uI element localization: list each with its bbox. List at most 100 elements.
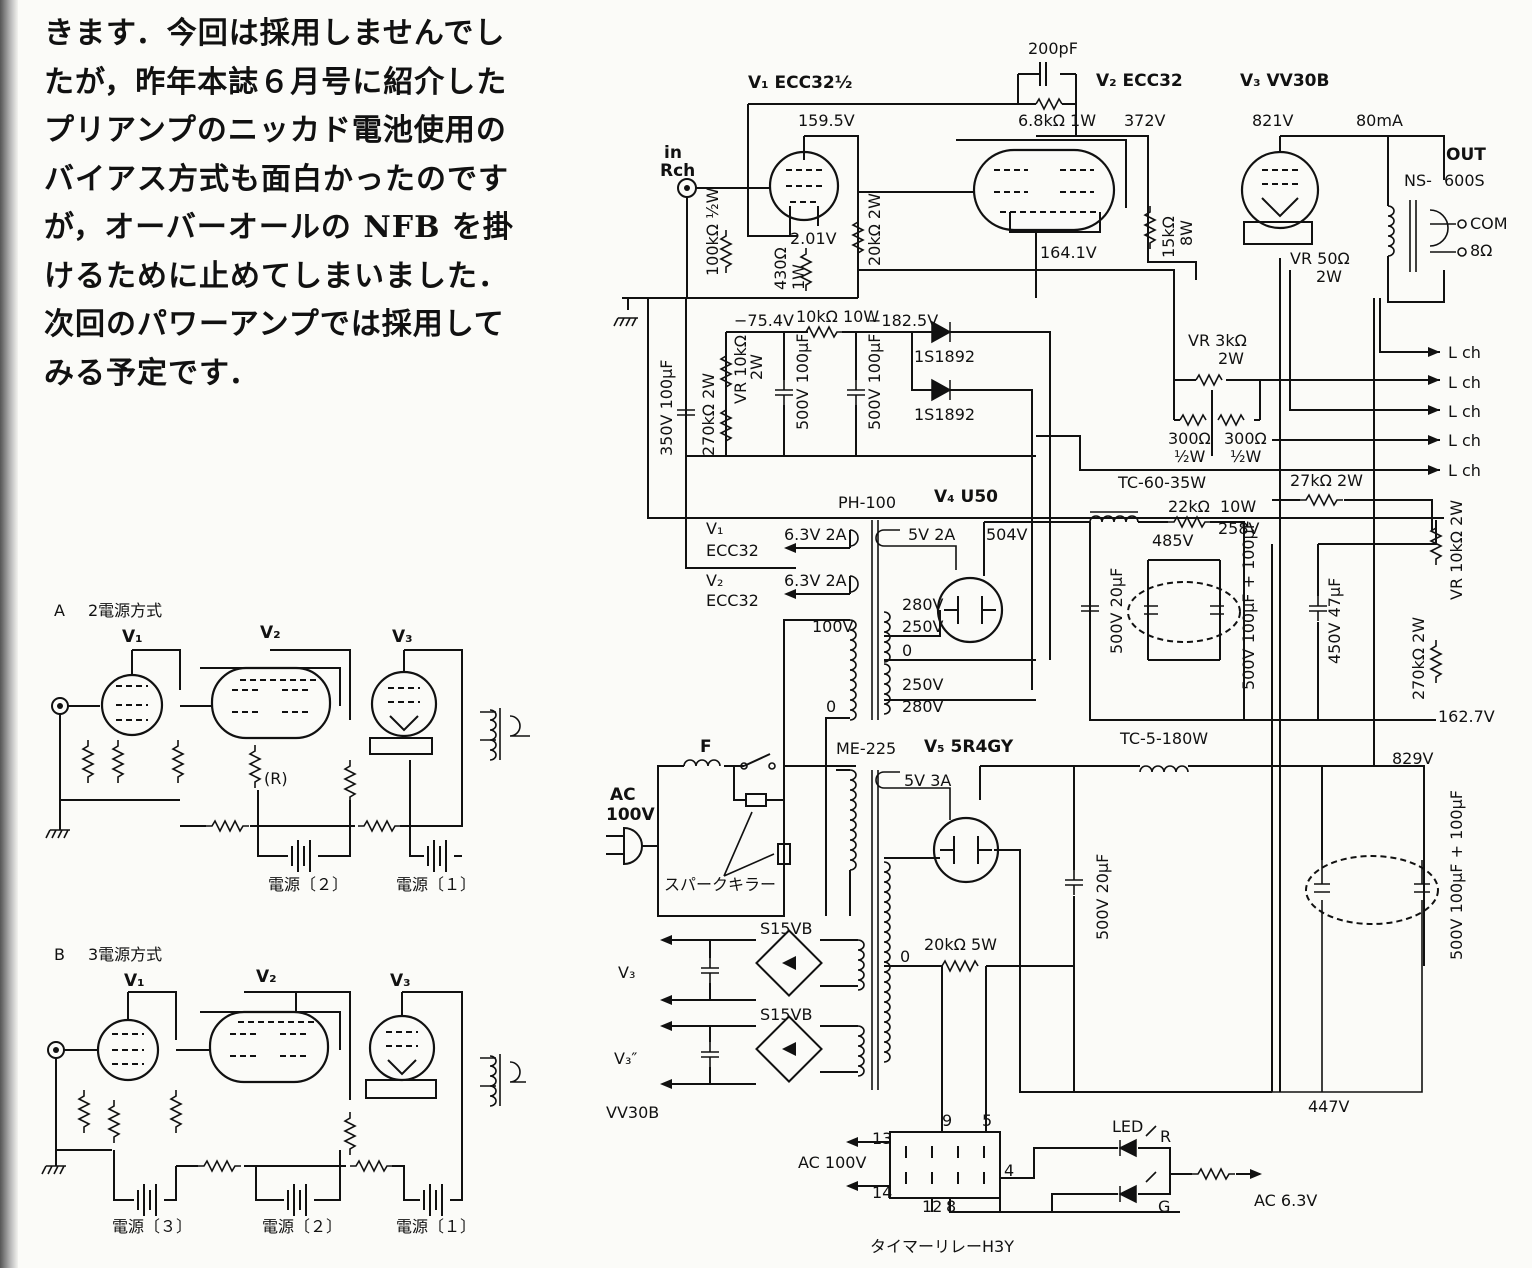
diode-2-label: 1S1892 bbox=[914, 405, 975, 424]
com-terminal-icon bbox=[1457, 219, 1467, 229]
heater-63b-label: 6.3V 2A bbox=[784, 571, 847, 590]
primary-100v-label: 100V bbox=[812, 617, 854, 636]
fig-a-bias-resistor bbox=[357, 820, 402, 832]
main-amplifier-schematic: V₁ ECC32½ 200pF V₂ ECC32 V₃ VV30B 6.8kΩ … bbox=[606, 39, 1508, 1256]
v2-label: V₂ ECC32 bbox=[1096, 71, 1183, 91]
r-20k-label: 20kΩ 2W bbox=[865, 193, 884, 266]
v-258-label: 258V bbox=[1218, 519, 1260, 538]
ph100-label: PH-100 bbox=[838, 493, 896, 512]
diode-2-icon bbox=[931, 378, 952, 402]
vr-10k-label: VR 10kΩ bbox=[731, 335, 750, 404]
r-15k-watt: 8W bbox=[1177, 220, 1196, 246]
heater-63a-label: 6.3V 2A bbox=[784, 525, 847, 544]
main-ground-icon bbox=[613, 317, 639, 327]
fuse-label: F bbox=[700, 737, 712, 757]
relay-pin12: 12 bbox=[922, 1197, 942, 1216]
sec-280v-b-label: 280V bbox=[902, 697, 944, 716]
relay-pin5: 5 bbox=[982, 1111, 992, 1130]
fuse-icon bbox=[683, 759, 721, 767]
fig-b-bias-resistor bbox=[349, 1160, 394, 1172]
fig-a-v2-label: V₂ bbox=[260, 623, 281, 643]
r-10k-10w-label: 10kΩ 10W bbox=[796, 307, 879, 326]
v1-label: V₁ ECC32½ bbox=[748, 73, 852, 93]
v-829-label: 829V bbox=[1392, 749, 1434, 768]
choke-tc5-icon bbox=[1139, 765, 1189, 773]
fig-a-plate-resistor bbox=[172, 739, 184, 784]
v-447-label: 447V bbox=[1308, 1097, 1350, 1116]
lch-arrow-icon bbox=[1428, 375, 1440, 385]
8ohm-terminal-icon bbox=[1457, 247, 1467, 257]
me225-secondary-icon bbox=[883, 861, 891, 913]
lch-label: L ch bbox=[1448, 431, 1481, 450]
v1-cathode-voltage: 2.01V bbox=[790, 229, 837, 248]
lch-label: L ch bbox=[1448, 343, 1481, 362]
c-500-20a-label: 500V 20μF bbox=[1107, 568, 1126, 654]
r-430-watt: 1W bbox=[789, 264, 808, 290]
r-22k-label: 22kΩ bbox=[1168, 497, 1210, 516]
choke-tc60-icon bbox=[1089, 515, 1139, 523]
power-switch-icon bbox=[743, 753, 771, 767]
led-g-label: G bbox=[1158, 1197, 1170, 1216]
vr-10k-icon bbox=[720, 349, 732, 394]
body-line: たが，昨年本誌６月号に紹介した bbox=[44, 64, 508, 100]
fig-b-ground-icon bbox=[41, 1165, 67, 1175]
article-body-text: きます．今回は採用しませんでし たが，昨年本誌６月号に紹介した プリアンプのニッ… bbox=[44, 10, 514, 398]
relay-ac-arrow-icon bbox=[846, 1137, 858, 1147]
spark-killer-2-icon bbox=[777, 843, 791, 865]
relay-pin8: 8 bbox=[946, 1197, 956, 1216]
relay-pin13: 13 bbox=[872, 1129, 892, 1148]
v5-label: V₅ 5R4GY bbox=[924, 737, 1014, 757]
v3-current-label: 80mA bbox=[1356, 111, 1403, 130]
diode-1-icon bbox=[931, 320, 952, 344]
fig-b-output-transformer-icon bbox=[489, 1055, 497, 1107]
figure-a-two-supply: A 2電源方式 V₁ V₂ V₃ (R) bbox=[45, 601, 530, 894]
dual-cap-a-icon bbox=[1127, 581, 1241, 643]
vr-10k-watt: 2W bbox=[747, 354, 766, 380]
vr-50-icon bbox=[1243, 221, 1313, 245]
v1-plate-voltage: 159.5V bbox=[798, 111, 855, 130]
lch-arrow-icon bbox=[1428, 465, 1440, 475]
v2-tube bbox=[972, 148, 1116, 232]
vv30b-label: VV30B bbox=[606, 1103, 659, 1122]
r-100k-label: 100kΩ ½W bbox=[703, 187, 722, 276]
r-15k-icon bbox=[1144, 205, 1156, 250]
dual-cap-b-icon bbox=[1305, 855, 1439, 925]
r-20k5w-label: 20kΩ 5W bbox=[924, 935, 997, 954]
ns-600s-label: 600S bbox=[1444, 171, 1485, 190]
8ohm-terminal-label: 8Ω bbox=[1470, 241, 1492, 260]
r-22k-watt: 10W bbox=[1220, 497, 1256, 516]
primary-0-label: 0 bbox=[826, 697, 836, 716]
body-line: バイアス方式も面白かったのです bbox=[44, 161, 509, 197]
vr-3k-label: VR 3kΩ bbox=[1188, 331, 1247, 350]
fig-b-supply1-label: 電源〔１〕 bbox=[396, 1217, 476, 1236]
vr-3k-icon bbox=[1195, 373, 1223, 387]
heater-v1-tube: ECC32 bbox=[706, 541, 759, 560]
lch-arrow-icon bbox=[1428, 405, 1440, 415]
ac-100v-label: 100V bbox=[606, 805, 655, 825]
c-500-20b-icon bbox=[1064, 869, 1084, 896]
r-300b-label: 300Ω bbox=[1224, 429, 1267, 448]
me225-secondary-icon bbox=[883, 961, 891, 1013]
fig-a-supply1-label: 電源〔１〕 bbox=[396, 875, 476, 894]
tc5-label: TC-5-180W bbox=[1119, 729, 1208, 748]
cap-200pf-icon bbox=[1017, 62, 1077, 105]
c-500-100p100b-label: 500V 100μF + 100μF bbox=[1447, 790, 1466, 960]
heater-5v2a-label: 5V 2A bbox=[908, 525, 955, 544]
fig-a-v3-label: V₃ bbox=[392, 627, 413, 647]
r-20k-icon bbox=[852, 215, 864, 260]
r-270k2-icon bbox=[1430, 639, 1442, 684]
fig-a-grid-resistor bbox=[82, 739, 94, 784]
r-300b-watt: ½W bbox=[1230, 447, 1262, 466]
heater-arrow-icon bbox=[784, 589, 796, 599]
heater-arrow-icon bbox=[784, 543, 796, 553]
rch-label: Rch bbox=[660, 161, 695, 181]
v-485-label: 485V bbox=[1152, 531, 1194, 550]
fig-a-feedback-resistor bbox=[205, 820, 250, 832]
r-270k-icon bbox=[720, 403, 732, 448]
me225-label: ME-225 bbox=[836, 739, 896, 758]
output-transformer-icon bbox=[1387, 205, 1395, 257]
ph100-primary-icon bbox=[849, 669, 857, 721]
lch-label: L ch bbox=[1448, 461, 1481, 480]
c-500-100-icon bbox=[774, 379, 794, 406]
